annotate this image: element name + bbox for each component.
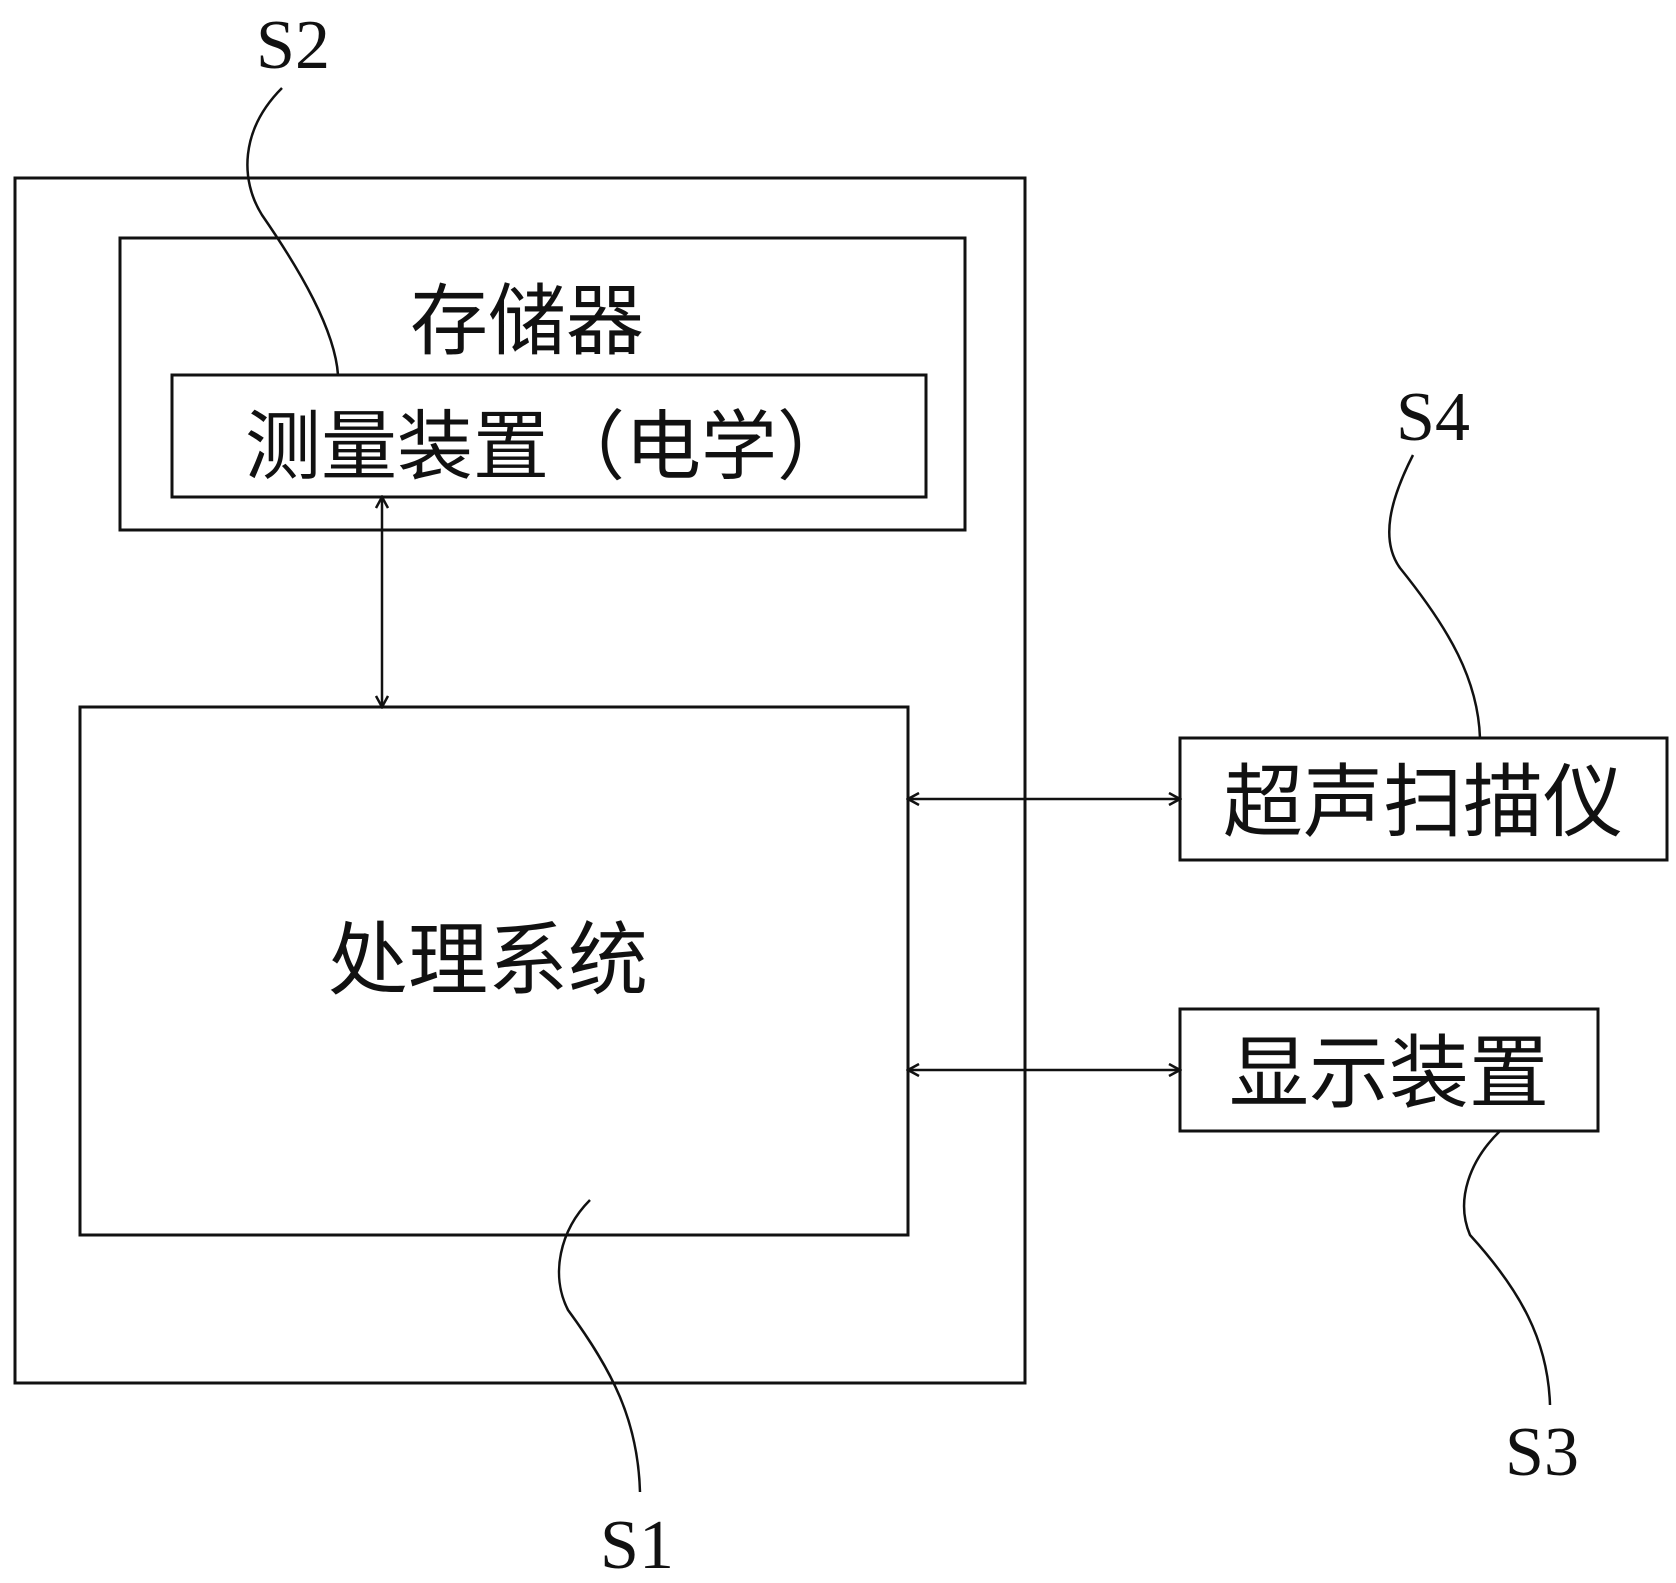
s3-reference-label: S3 bbox=[1505, 1414, 1579, 1491]
measurement-device-label: 测量装置（电学） bbox=[245, 402, 853, 491]
s2-leader-line bbox=[246, 87, 340, 376]
measurement-device-box bbox=[170, 373, 928, 499]
s3-leader-line bbox=[1462, 1130, 1552, 1406]
ultrasound-scanner-label: 超声扫描仪 bbox=[1223, 756, 1623, 849]
s4-reference-label: S4 bbox=[1396, 379, 1470, 456]
s4-leader-line bbox=[1388, 454, 1482, 739]
display-device-label: 显示装置 bbox=[1229, 1027, 1549, 1120]
memory-label: 存储器 bbox=[410, 277, 644, 367]
s1-leader-line bbox=[557, 1199, 642, 1493]
s2-reference-label: S2 bbox=[256, 7, 330, 84]
device-enclosure-box bbox=[13, 176, 1027, 1385]
processing-system-box bbox=[78, 705, 910, 1237]
s1-reference-label: S1 bbox=[600, 1507, 674, 1583]
memory-box bbox=[118, 236, 967, 532]
processing-system-label: 处理系统 bbox=[328, 914, 648, 1007]
